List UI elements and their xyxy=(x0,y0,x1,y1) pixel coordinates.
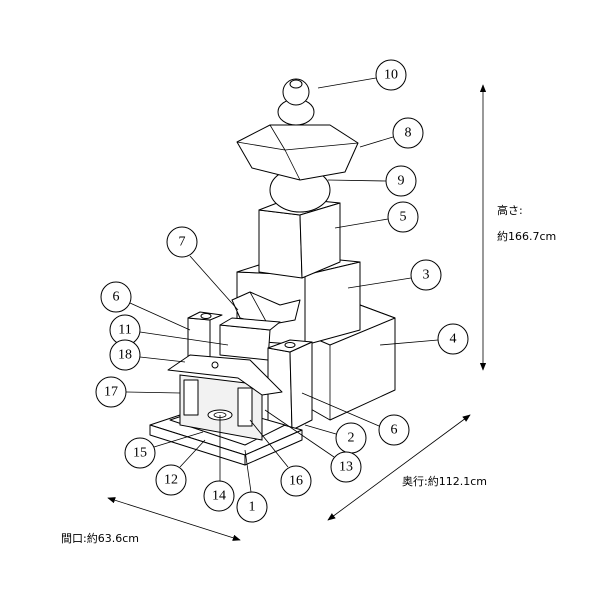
callout-circle xyxy=(236,491,268,523)
callout-number: 18 xyxy=(118,348,132,363)
callout-number: 13 xyxy=(339,460,353,475)
shrine-cabinet xyxy=(167,354,283,441)
callout-number: 8 xyxy=(405,126,412,141)
roof-stone xyxy=(236,124,359,181)
callout-number: 15 xyxy=(133,446,147,461)
callout-circle xyxy=(385,165,417,197)
callout-number: 2 xyxy=(348,431,355,446)
callout-number: 5 xyxy=(400,210,407,225)
callout-number: 1 xyxy=(249,500,256,515)
callout-circle xyxy=(387,201,419,233)
callout-number: 7 xyxy=(179,235,186,250)
callout-circle xyxy=(95,376,127,408)
callout-number: 9 xyxy=(398,174,405,189)
callout-circle xyxy=(124,437,156,469)
depth-label: 奥行:約112.1cm xyxy=(402,475,487,488)
callout-circle xyxy=(392,117,424,149)
width-arrow xyxy=(107,497,241,541)
jewel-finial xyxy=(277,78,315,126)
callout-number: 6 xyxy=(391,423,398,438)
water-basin xyxy=(219,317,281,361)
callout-number: 14 xyxy=(212,489,226,504)
callout-circle xyxy=(280,465,312,497)
callout-circle xyxy=(100,281,132,313)
callout-number: 10 xyxy=(384,68,398,83)
callout-number: 17 xyxy=(104,385,118,400)
callout-circle xyxy=(378,414,410,446)
callout-circle xyxy=(203,480,235,512)
depth-arrow xyxy=(327,414,471,521)
callout-circle xyxy=(155,464,187,496)
callout-circle xyxy=(109,339,141,371)
callout-circle xyxy=(330,451,362,483)
width-label: 間口:約63.6cm xyxy=(61,532,139,545)
callout-circle xyxy=(410,259,442,291)
callout-number: 12 xyxy=(164,473,178,488)
callout-circle xyxy=(375,59,407,91)
callout-number: 3 xyxy=(423,268,430,283)
callout-number: 16 xyxy=(289,474,303,489)
height-value: 約166.7cm xyxy=(497,230,557,243)
callout-number: 6 xyxy=(113,290,120,305)
callout-markers: 10 8 9 5 3 4 7 6 11 18 17 6 2 15 13 12 14 16 1 xyxy=(95,59,469,523)
callout-circle xyxy=(166,226,198,258)
callout-circle xyxy=(437,323,469,355)
callout-number: 11 xyxy=(118,323,131,338)
callout-number: 4 xyxy=(450,332,457,347)
flower-vase-left xyxy=(187,311,223,361)
height-label: 高さ: xyxy=(497,204,523,217)
